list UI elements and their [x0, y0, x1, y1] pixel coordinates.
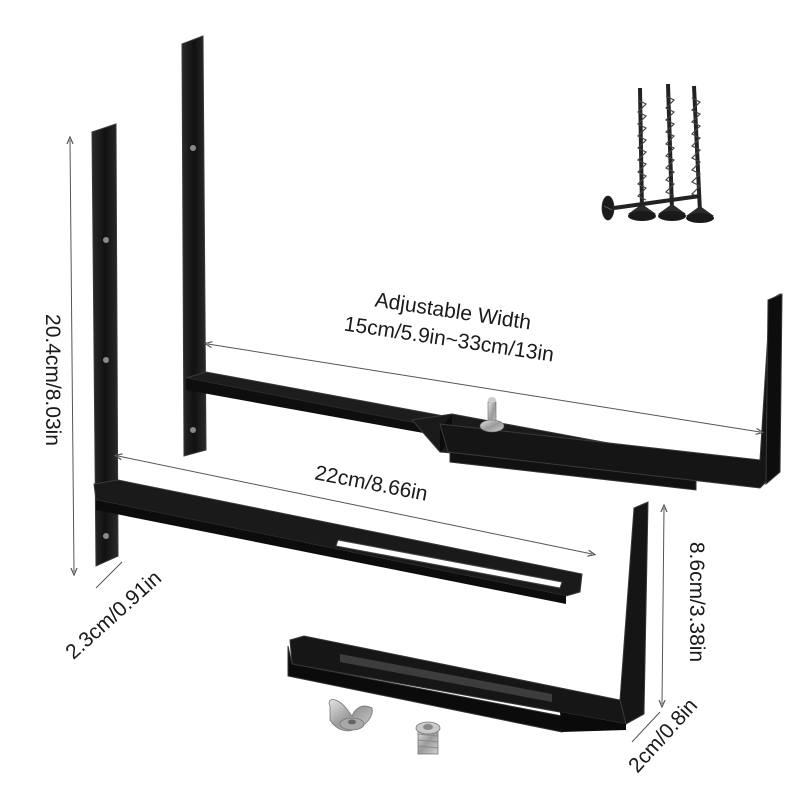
dimension-lines [70, 140, 760, 743]
screw-icon [686, 85, 714, 223]
height-label: 20.4cm/8.03in [41, 314, 64, 446]
adjustable-width-line [208, 344, 760, 432]
width-small-line [95, 561, 123, 589]
screws-icon [601, 83, 714, 223]
lip-width-line [631, 711, 661, 743]
screw-icon [628, 87, 656, 221]
screw-icon [601, 194, 701, 221]
wing-screw-icon [479, 397, 505, 433]
l-piece-slot [340, 654, 552, 702]
arm-length-label: 22cm/8.66in [313, 461, 430, 505]
mount-hole [103, 237, 109, 243]
mount-hole [190, 145, 196, 151]
width-small-label: 2.3cm/0.91in [61, 566, 166, 664]
lip-height-label: 8.6cm/3.38in [685, 542, 708, 662]
bolt-icon [415, 721, 441, 755]
mount-hole [103, 533, 109, 539]
wing-nut-icon [328, 699, 373, 732]
lower-bracket [91, 123, 583, 604]
mount-hole [103, 357, 109, 363]
arm-length-line [118, 456, 592, 554]
l-piece [287, 501, 649, 733]
upper-bracket [181, 35, 783, 491]
screw-icon [658, 83, 686, 221]
height-line [70, 140, 74, 572]
mount-hole [190, 427, 196, 433]
lip-height-line [662, 508, 664, 704]
